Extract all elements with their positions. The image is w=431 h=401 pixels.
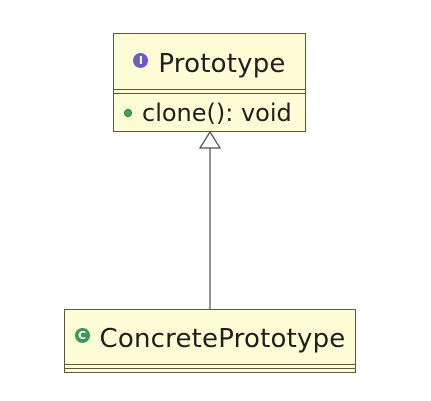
class-divider-top — [65, 364, 355, 365]
interface-divider-bottom — [114, 93, 305, 94]
method-row-clone[interactable]: clone(): void — [114, 95, 305, 131]
class-divider-bottom — [65, 368, 355, 369]
method-signature: clone(): void — [142, 99, 292, 127]
interface-box-prototype[interactable]: I Prototype clone(): void — [113, 33, 306, 132]
class-name: ConcretePrototype — [99, 323, 346, 354]
interface-name: Prototype — [158, 48, 286, 79]
interface-divider-top — [114, 89, 305, 90]
public-method-icon — [124, 109, 132, 117]
hollow-triangle-arrowhead — [198, 130, 222, 149]
class-header: C ConcretePrototype — [65, 310, 355, 363]
interface-icon: I — [133, 53, 149, 68]
class-box-concrete-prototype[interactable]: C ConcretePrototype — [64, 309, 356, 373]
interface-header: I Prototype — [114, 34, 305, 89]
class-icon: C — [74, 328, 90, 343]
